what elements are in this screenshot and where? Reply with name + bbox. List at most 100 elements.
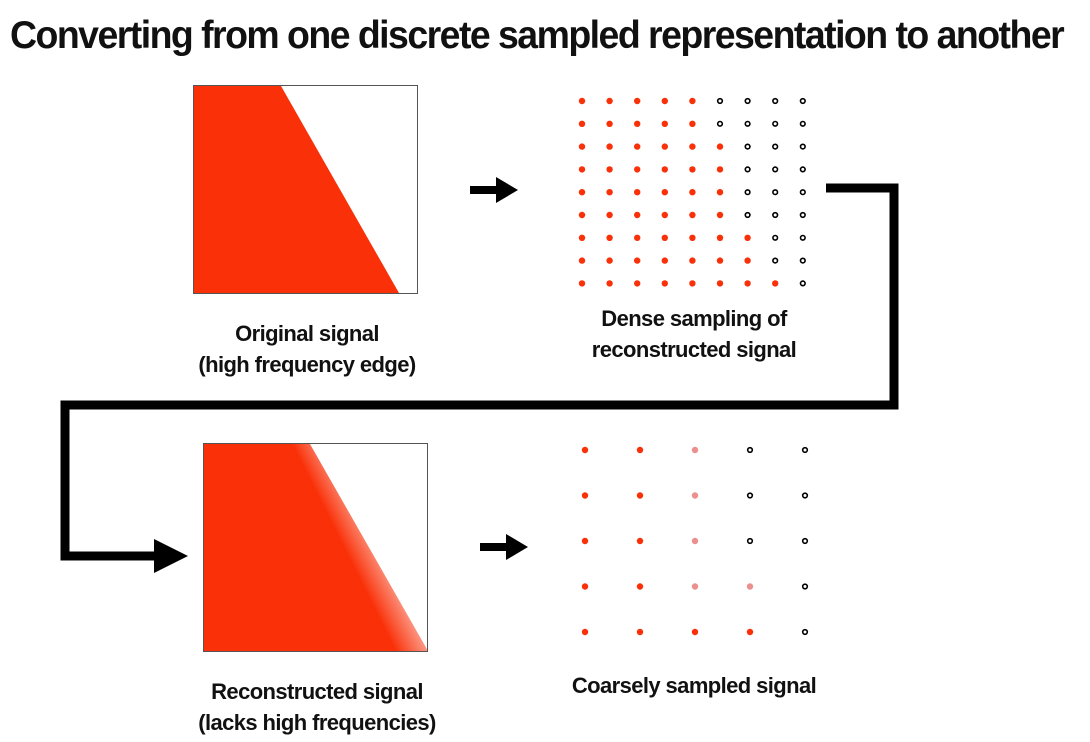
filled-sample-dot (578, 211, 586, 219)
empty-sample-dot (744, 97, 751, 105)
caption-line: (lacks high frequencies) (198, 710, 436, 735)
caption-line: reconstructed signal (591, 337, 797, 362)
filled-sample-dot (581, 583, 589, 590)
coarse-sampling-caption: Coarsely sampled signal (554, 670, 834, 701)
empty-sample-dot (799, 189, 806, 196)
empty-sample-dot (799, 211, 806, 219)
filled-sample-dot (578, 234, 586, 241)
empty-sample-dot (746, 537, 754, 545)
edge-sample-dot (691, 446, 699, 454)
empty-sample-dot (716, 120, 724, 127)
arrow-reconstructed-to-coarse (480, 534, 528, 560)
filled-sample-dot (744, 234, 751, 241)
filled-sample-dot (772, 280, 779, 287)
empty-sample-dot (744, 143, 751, 150)
original-signal-fill (194, 86, 399, 293)
filled-sample-dot (578, 280, 586, 287)
edge-sample-dot (746, 583, 754, 590)
filled-sample-dot (689, 143, 696, 150)
filled-sample-dot (606, 120, 613, 128)
filled-sample-dot (716, 166, 724, 173)
caption-line: Original signal (235, 321, 379, 346)
reconstructed-signal-fill (204, 444, 428, 651)
dense-sampling-caption: Dense sampling of reconstructed signal (554, 303, 834, 365)
filled-sample-dot (606, 280, 613, 287)
filled-sample-dot (634, 120, 641, 128)
edge-sample-dot (691, 583, 699, 590)
filled-sample-dot (689, 166, 696, 173)
caption-line: Reconstructed signal (211, 679, 423, 704)
filled-sample-dot (661, 189, 668, 196)
original-signal-panel (193, 85, 418, 294)
filled-sample-dot (689, 257, 696, 264)
slide-title: Converting from one discrete sampled rep… (10, 14, 1065, 57)
empty-sample-dot (744, 120, 751, 127)
empty-sample-dot (772, 257, 779, 264)
filled-sample-dot (689, 189, 696, 196)
filled-sample-dot (636, 446, 644, 454)
filled-sample-dot (744, 257, 751, 264)
empty-sample-dot (772, 189, 779, 196)
filled-sample-dot (661, 166, 668, 173)
filled-sample-dot (634, 97, 641, 105)
empty-sample-dot (746, 492, 754, 499)
empty-sample-dot (744, 189, 751, 196)
empty-sample-dot (799, 143, 806, 150)
empty-sample-dot (716, 97, 724, 105)
filled-sample-dot (689, 120, 696, 128)
filled-sample-dot (744, 280, 751, 287)
empty-sample-dot (772, 166, 779, 173)
filled-sample-dot (716, 234, 724, 241)
filled-sample-dot (634, 257, 641, 264)
filled-sample-dot (716, 280, 724, 287)
filled-sample-dot (606, 234, 613, 241)
filled-sample-dot (578, 143, 586, 150)
filled-sample-dot (578, 189, 586, 196)
empty-sample-dot (801, 537, 809, 545)
filled-sample-dot (606, 257, 613, 264)
reconstructed-signal-frame (203, 443, 428, 652)
filled-sample-dot (606, 143, 613, 150)
filled-sample-dot (661, 120, 668, 128)
empty-sample-dot (744, 166, 751, 173)
filled-sample-dot (661, 280, 668, 287)
filled-sample-dot (661, 211, 668, 219)
filled-sample-dot (634, 166, 641, 173)
filled-sample-dot (636, 537, 644, 545)
filled-sample-dot (581, 537, 589, 545)
filled-sample-dot (581, 446, 589, 454)
filled-sample-dot (636, 583, 644, 590)
arrow-original-to-dense (470, 177, 518, 203)
dense-sample-grid (578, 97, 806, 287)
filled-sample-dot (661, 234, 668, 241)
reconstructed-signal-panel (203, 443, 428, 652)
filled-sample-dot (634, 280, 641, 287)
empty-sample-dot (801, 446, 809, 454)
filled-sample-dot (691, 628, 699, 636)
filled-sample-dot (689, 280, 696, 287)
edge-sample-dot (691, 492, 699, 499)
filled-sample-dot (578, 257, 586, 264)
empty-sample-dot (746, 446, 754, 454)
edge-sample-dot (691, 537, 699, 545)
filled-sample-dot (716, 211, 724, 219)
filled-sample-dot (689, 234, 696, 241)
empty-sample-dot (772, 211, 779, 219)
empty-sample-dot (744, 211, 751, 219)
filled-sample-dot (578, 120, 586, 128)
filled-sample-dot (716, 189, 724, 196)
caption-line: Coarsely sampled signal (571, 673, 817, 698)
filled-sample-dot (634, 143, 641, 150)
filled-sample-dot (661, 143, 668, 150)
empty-sample-dot (801, 583, 809, 590)
empty-sample-dot (801, 628, 809, 636)
filled-sample-dot (746, 628, 754, 636)
empty-sample-dot (799, 166, 806, 173)
filled-sample-dot (634, 189, 641, 196)
filled-sample-dot (636, 492, 644, 499)
filled-sample-dot (606, 211, 613, 219)
filled-sample-dot (634, 234, 641, 241)
filled-sample-dot (661, 257, 668, 264)
empty-sample-dot (799, 97, 806, 105)
filled-sample-dot (606, 97, 613, 105)
